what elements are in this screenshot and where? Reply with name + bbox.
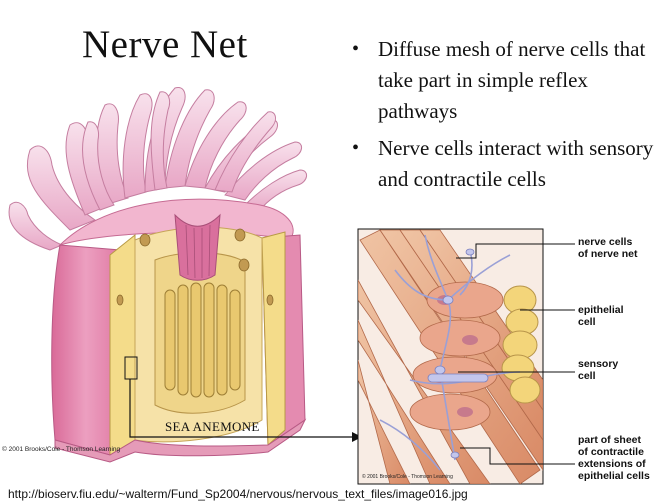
bullet-text: Diffuse mesh of nerve cells that take pa… xyxy=(378,37,646,123)
bullet-text: Nerve cells interact with sensory and co… xyxy=(378,136,654,191)
arrow-head xyxy=(352,432,362,442)
tentacles xyxy=(8,87,307,251)
copyright-caption: © 2001 Brooks/Cole - Thomson Learning xyxy=(2,446,121,453)
bullet-dot: • xyxy=(352,38,360,60)
cut-face-right xyxy=(261,231,286,447)
inset-copyright-caption: © 2001 Brooks/Cole - Thomson Learning xyxy=(362,474,453,480)
mesenteries xyxy=(164,282,241,398)
callout-nerve-cells: nerve cells of nerve net xyxy=(578,236,638,260)
cut-face-left xyxy=(109,233,136,456)
sea-anemone-label: SEA ANEMONE xyxy=(165,419,260,434)
callout-contractile-sheet: part of sheet of contractile extensions … xyxy=(578,434,650,482)
callout-epithelial-cell: epithelial cell xyxy=(578,304,624,328)
inset-detail xyxy=(358,229,543,484)
callout-sensory-cell: sensory cell xyxy=(578,358,619,382)
callout-lines xyxy=(456,243,575,465)
bullet-item: • Nerve cells interact with sensory and … xyxy=(352,133,662,195)
detail-marker xyxy=(124,356,138,380)
bullet-list: • Diffuse mesh of nerve cells that take … xyxy=(352,34,662,201)
bullet-dot: • xyxy=(352,137,360,159)
source-url: http://bioserv.fiu.edu/~walterm/Fund_Sp2… xyxy=(8,487,468,501)
slide-title: Nerve Net xyxy=(82,23,248,66)
bullet-item: • Diffuse mesh of nerve cells that take … xyxy=(352,34,662,127)
connector-line xyxy=(129,379,352,438)
